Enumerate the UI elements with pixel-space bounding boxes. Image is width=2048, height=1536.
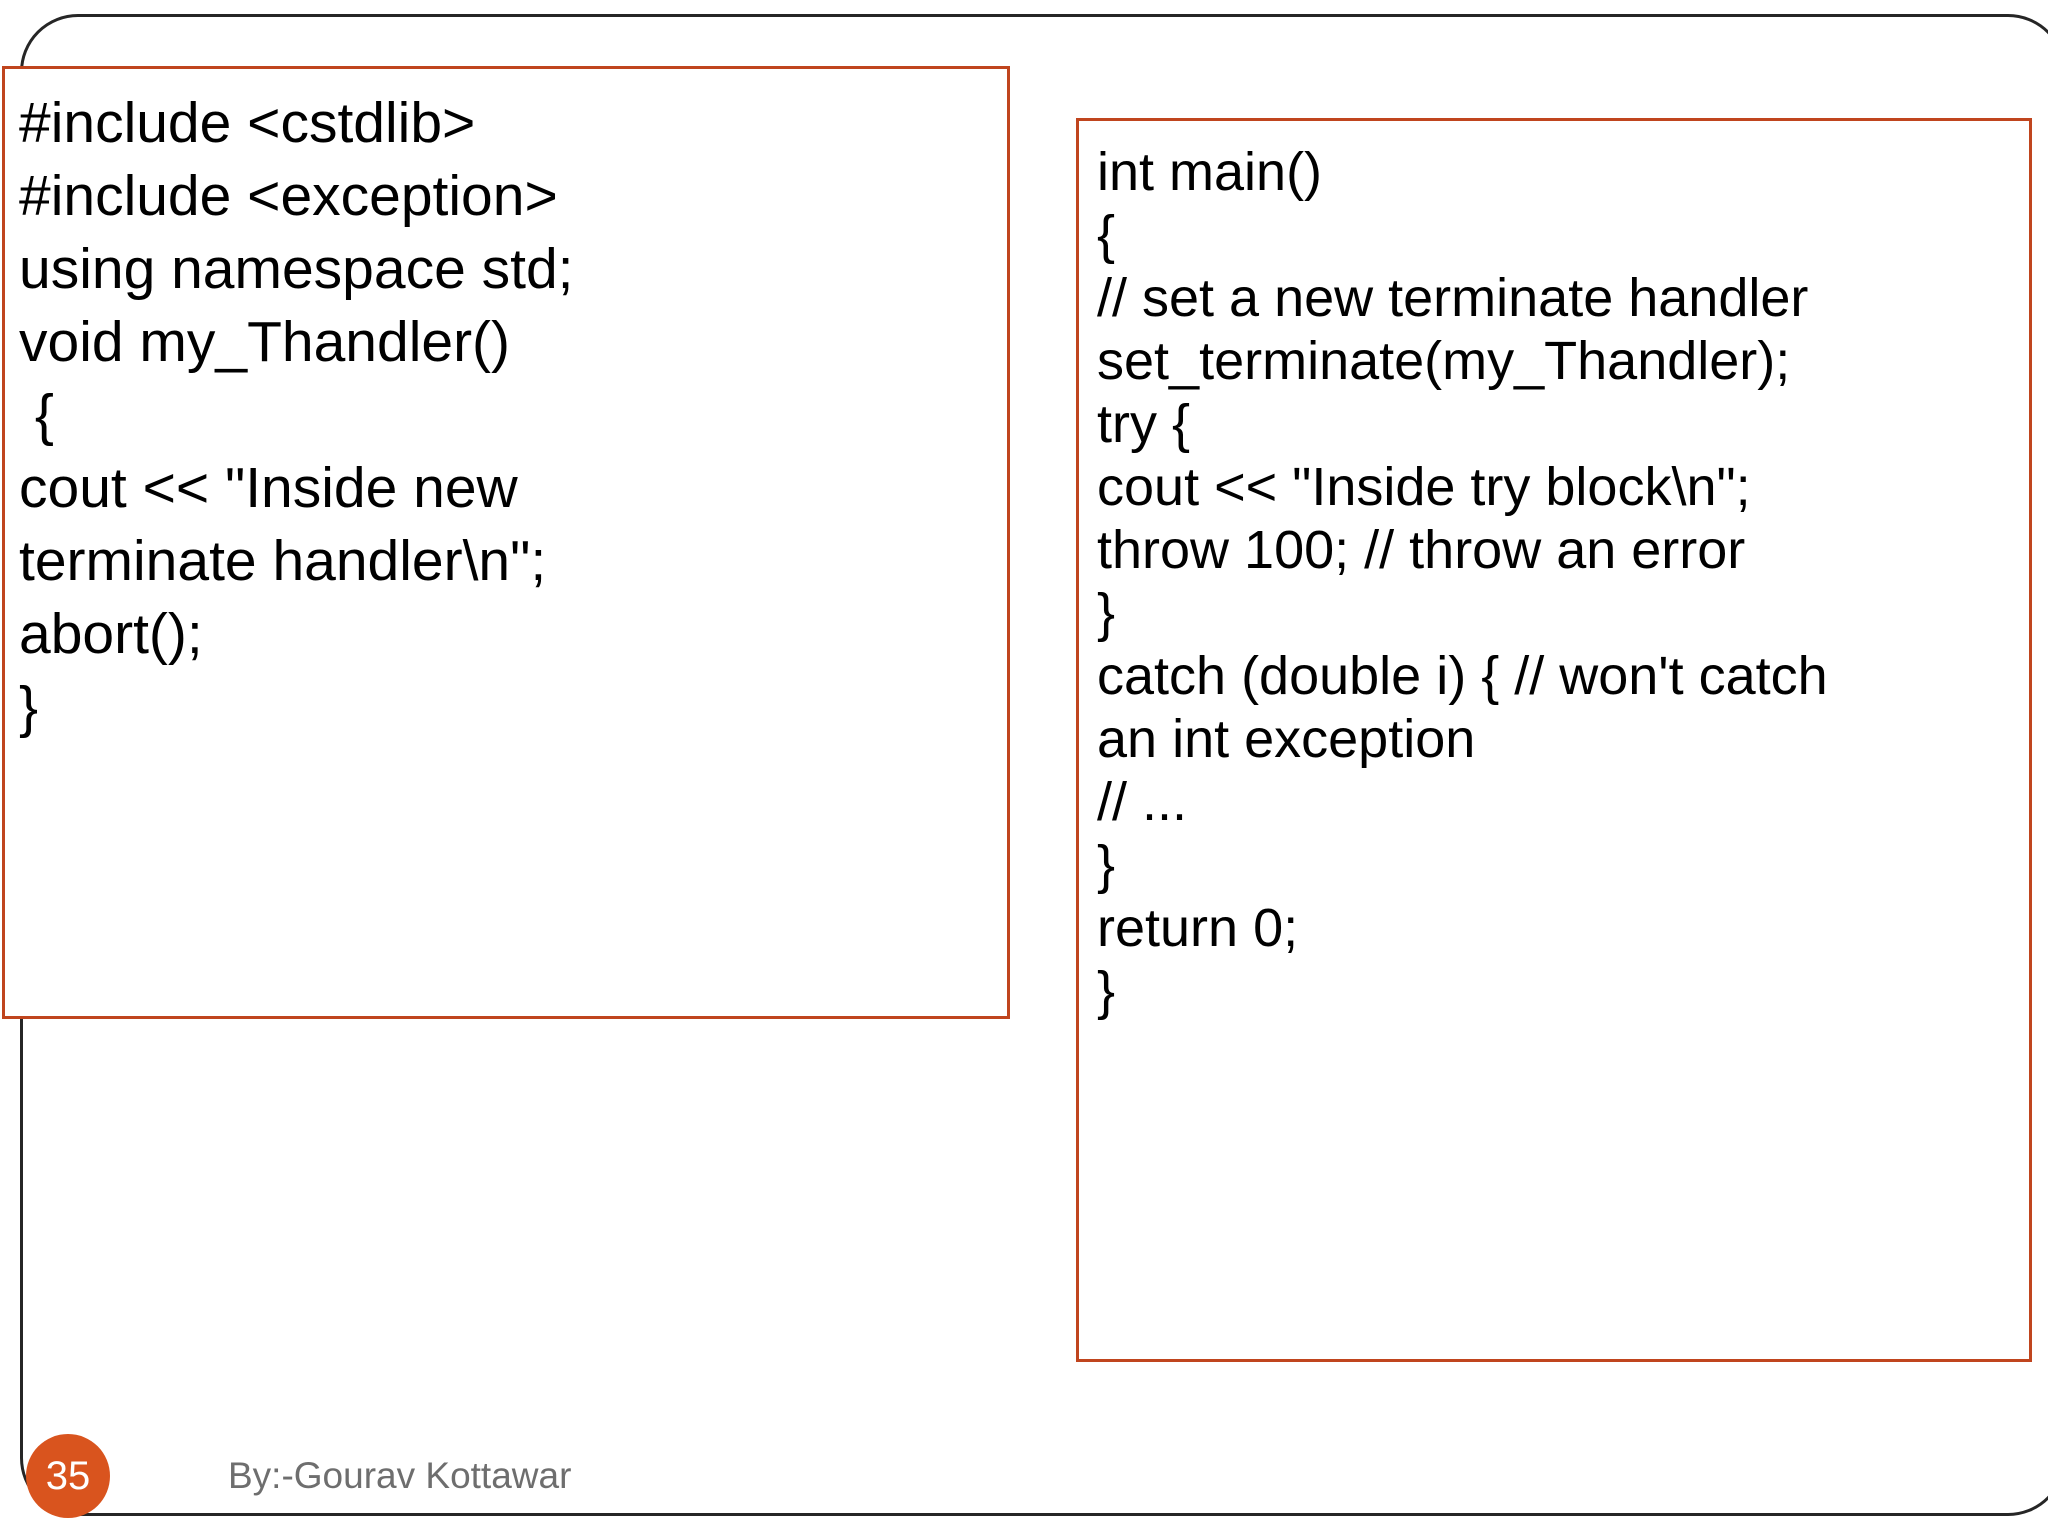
page-number-badge: 35: [26, 1434, 110, 1518]
code-line-right-5: cout << "Inside try block\n";: [1097, 457, 1751, 517]
code-line-right-8: catch (double i) { // won't catch: [1097, 646, 1828, 706]
code-line-left-8: }: [19, 675, 39, 739]
code-line-right-9: an int exception: [1097, 709, 1476, 769]
code-line-list-left: #include <cstdlib> #include <exception> us…: [5, 69, 1007, 744]
code-line-left-3: void my_Thandler(): [19, 310, 511, 374]
code-line-right-3: set_terminate(my_Thandler);: [1097, 331, 1791, 391]
code-block-left: #include <cstdlib> #include <exception> us…: [2, 66, 1010, 1019]
code-line-left-4: {: [19, 383, 54, 447]
code-line-right-2: // set a new terminate handler: [1097, 268, 1809, 328]
code-line-list-right: int main(){// set a new terminate handle…: [1079, 121, 2029, 1023]
code-line-left-6: terminate handler\n";: [19, 529, 547, 593]
code-line-right-7: }: [1097, 583, 1116, 643]
code-line-left-2: using namespace std;: [19, 237, 574, 301]
code-line-right-10: // ...: [1097, 772, 1188, 832]
code-block-right: int main(){// set a new terminate handle…: [1076, 118, 2032, 1362]
code-line-left-1: #include <exception>: [19, 164, 558, 228]
code-line-right-6: throw 100; // throw an error: [1097, 520, 1746, 580]
code-line-right-11: }: [1097, 835, 1116, 895]
code-line-left-5: cout << "Inside new: [19, 456, 518, 520]
code-line-left-0: #include <cstdlib>: [19, 91, 476, 155]
code-line-right-1: {: [1097, 205, 1116, 265]
code-line-right-0: int main(): [1097, 142, 1323, 202]
code-line-right-13: }: [1097, 961, 1116, 1021]
slide-footer: 35 By:-Gourav Kottawar: [0, 1420, 700, 1536]
code-line-right-12: return 0;: [1097, 898, 1299, 958]
author-credit: By:-Gourav Kottawar: [228, 1455, 572, 1496]
code-line-left-7: abort();: [19, 602, 203, 666]
code-line-right-4: try {: [1097, 394, 1191, 454]
